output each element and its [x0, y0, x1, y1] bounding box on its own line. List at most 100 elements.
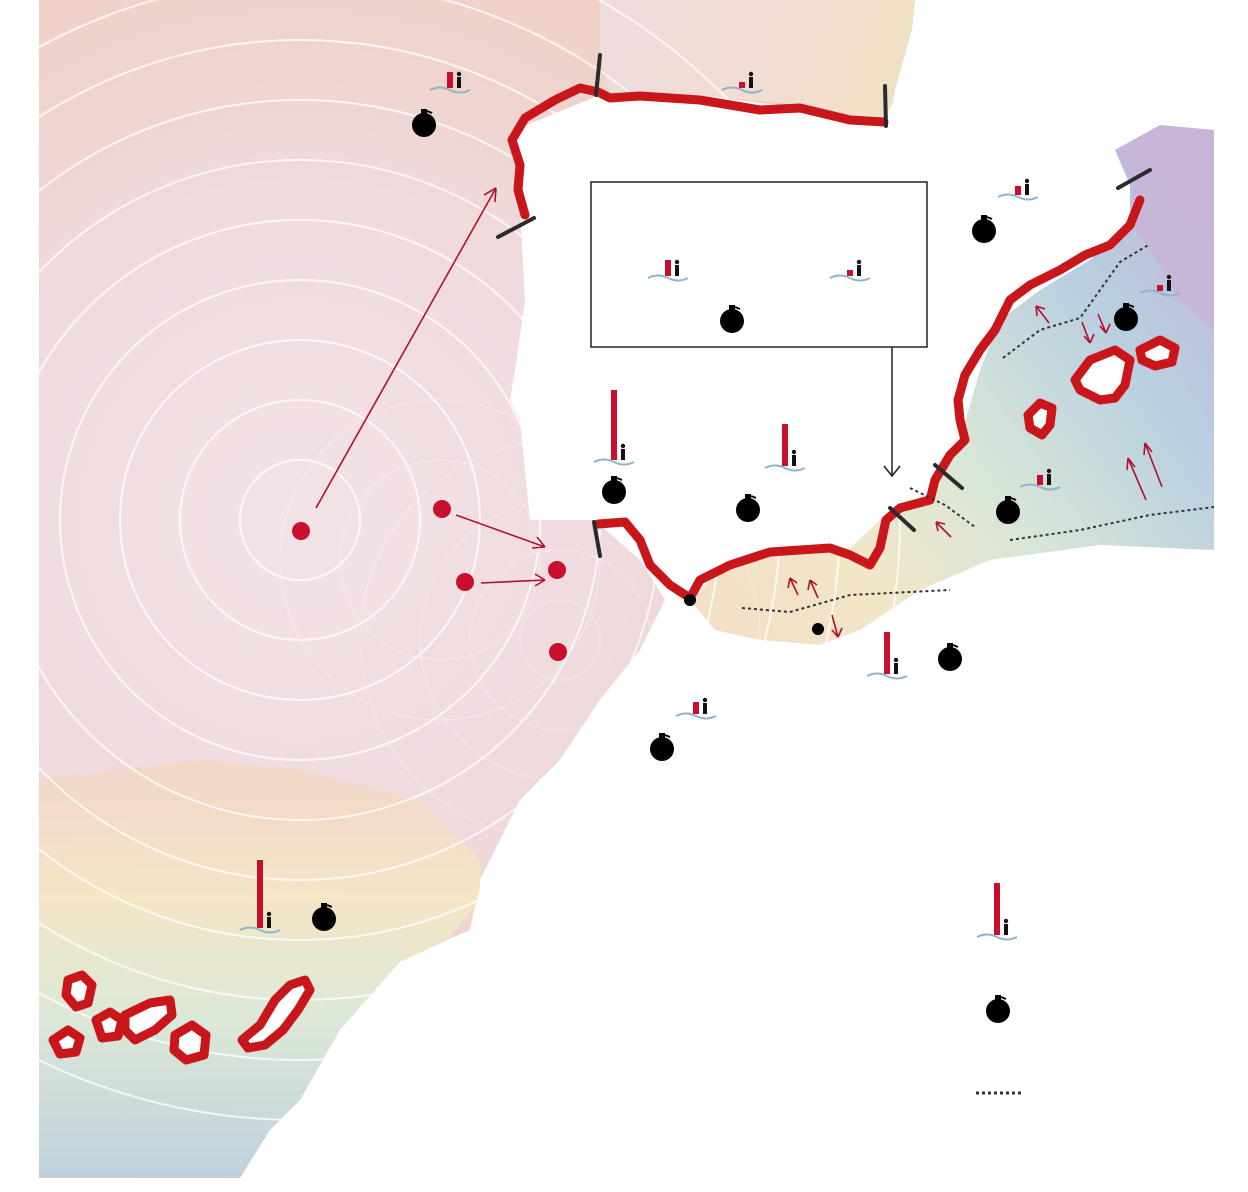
wave-icon: [1019, 483, 1061, 491]
inset-box: [590, 181, 928, 478]
ibiza-island: [1023, 398, 1057, 440]
canary-island-6: [237, 975, 315, 1053]
wave-height-bar-icon: [1019, 468, 1061, 491]
segment-mark: [594, 53, 602, 97]
epicenters: [292, 500, 567, 661]
wave-height-bar: [1157, 285, 1163, 291]
segment-mark: [883, 84, 888, 128]
person-icon: [1003, 918, 1009, 924]
wave-height-bar-icon: [764, 424, 806, 472]
person-icon: [621, 449, 625, 460]
bomb-icon: [312, 903, 336, 931]
wave-icon: [866, 672, 908, 680]
coast-dots: [684, 594, 824, 635]
fault-line-icon: [1009, 506, 1215, 541]
africa-land: [240, 548, 1214, 1178]
bomb-markers: [312, 109, 1138, 1023]
person-icon: [792, 455, 796, 466]
wave-height-bar-icon: [675, 697, 717, 720]
person-icon: [893, 657, 899, 663]
wave-height-bar: [1015, 186, 1021, 195]
person-icon: [856, 259, 862, 265]
wave-height-bar-icon: [1139, 274, 1181, 297]
person-icon: [266, 911, 272, 917]
wave-height-bar-icon: [829, 259, 871, 282]
canary-island-3: [91, 1007, 127, 1043]
segment-mark: [496, 216, 536, 239]
wave-icon: [976, 933, 1018, 941]
arrow: [1081, 321, 1095, 344]
wave-height-bar-icon: [239, 860, 281, 934]
canary-island-5: [169, 1020, 211, 1065]
wave-height-bar-icon: [429, 71, 471, 94]
person-icon: [456, 71, 462, 77]
segment-mark: [933, 463, 964, 490]
arrow: [483, 187, 497, 203]
location-dot: [812, 623, 824, 635]
location-dot: [684, 594, 696, 606]
person-icon: [703, 703, 707, 714]
wave-height-bar: [665, 260, 671, 276]
person-icon: [1047, 474, 1051, 485]
wave-height-bar-icon: [593, 390, 635, 466]
arrow: [455, 514, 546, 549]
wave-height-bar-icon: [647, 259, 689, 282]
person-icon: [894, 663, 898, 674]
wave-height-bar-icon: [976, 883, 1018, 941]
person-icon: [674, 259, 680, 265]
wave-icon: [721, 86, 763, 94]
bomb-icon: [938, 643, 962, 671]
bomb-icon: [1114, 303, 1138, 331]
segment-mark: [1116, 168, 1152, 190]
epicenter-icon: [549, 643, 567, 661]
person-icon: [620, 443, 626, 449]
arrow: [1126, 457, 1147, 501]
epicenter-icon: [292, 522, 310, 540]
bomb-icon: [736, 494, 760, 522]
fault-line-icon: [741, 589, 951, 614]
canary-island-4: [120, 995, 177, 1045]
wave-height-bar: [257, 860, 263, 928]
wave-icon: [675, 712, 717, 720]
canary-sea-area: [39, 760, 480, 1178]
wave-height-bar: [739, 82, 745, 88]
menorca-island: [1135, 335, 1180, 371]
arrow: [1035, 305, 1050, 324]
person-icon: [457, 77, 461, 88]
wave-height-bar-icon: [997, 178, 1039, 201]
wave-icon: [239, 926, 281, 934]
person-icon: [1004, 924, 1008, 935]
arrow: [831, 614, 843, 638]
biscay-area: [600, 0, 915, 120]
inset-pointer-arrow: [883, 347, 901, 478]
person-icon: [1025, 184, 1029, 195]
bomb-icon: [986, 995, 1010, 1023]
person-icon: [1046, 468, 1052, 474]
bomb-icon: [650, 733, 674, 761]
bomb-icon: [412, 109, 436, 137]
bomb-icon: [972, 215, 996, 243]
wave-height-bar: [611, 390, 617, 460]
canary-island-2: [48, 1025, 85, 1059]
france-land: [890, 0, 1214, 210]
person-icon: [748, 71, 754, 77]
coast-segment-marks: [496, 53, 1152, 558]
arrow: [935, 521, 952, 538]
person-icon: [267, 917, 271, 928]
fault-line-icon: [909, 487, 976, 528]
balearic-islands: [1023, 335, 1180, 440]
wave-height-bar-icon: [721, 71, 763, 94]
arrow: [807, 579, 819, 599]
person-icon: [1166, 274, 1172, 280]
bomb-icon: [602, 476, 626, 504]
ocean-background: [39, 0, 1214, 1178]
person-icon: [857, 265, 861, 276]
wave-height-bar: [1037, 475, 1043, 485]
wave-height-bar: [782, 424, 788, 466]
arrow: [1097, 313, 1111, 334]
wave-icon: [829, 274, 871, 282]
wave-height-bar: [884, 632, 890, 674]
wave-icon: [997, 193, 1039, 201]
person-icon: [675, 265, 679, 276]
bomb-icon: [720, 305, 744, 333]
